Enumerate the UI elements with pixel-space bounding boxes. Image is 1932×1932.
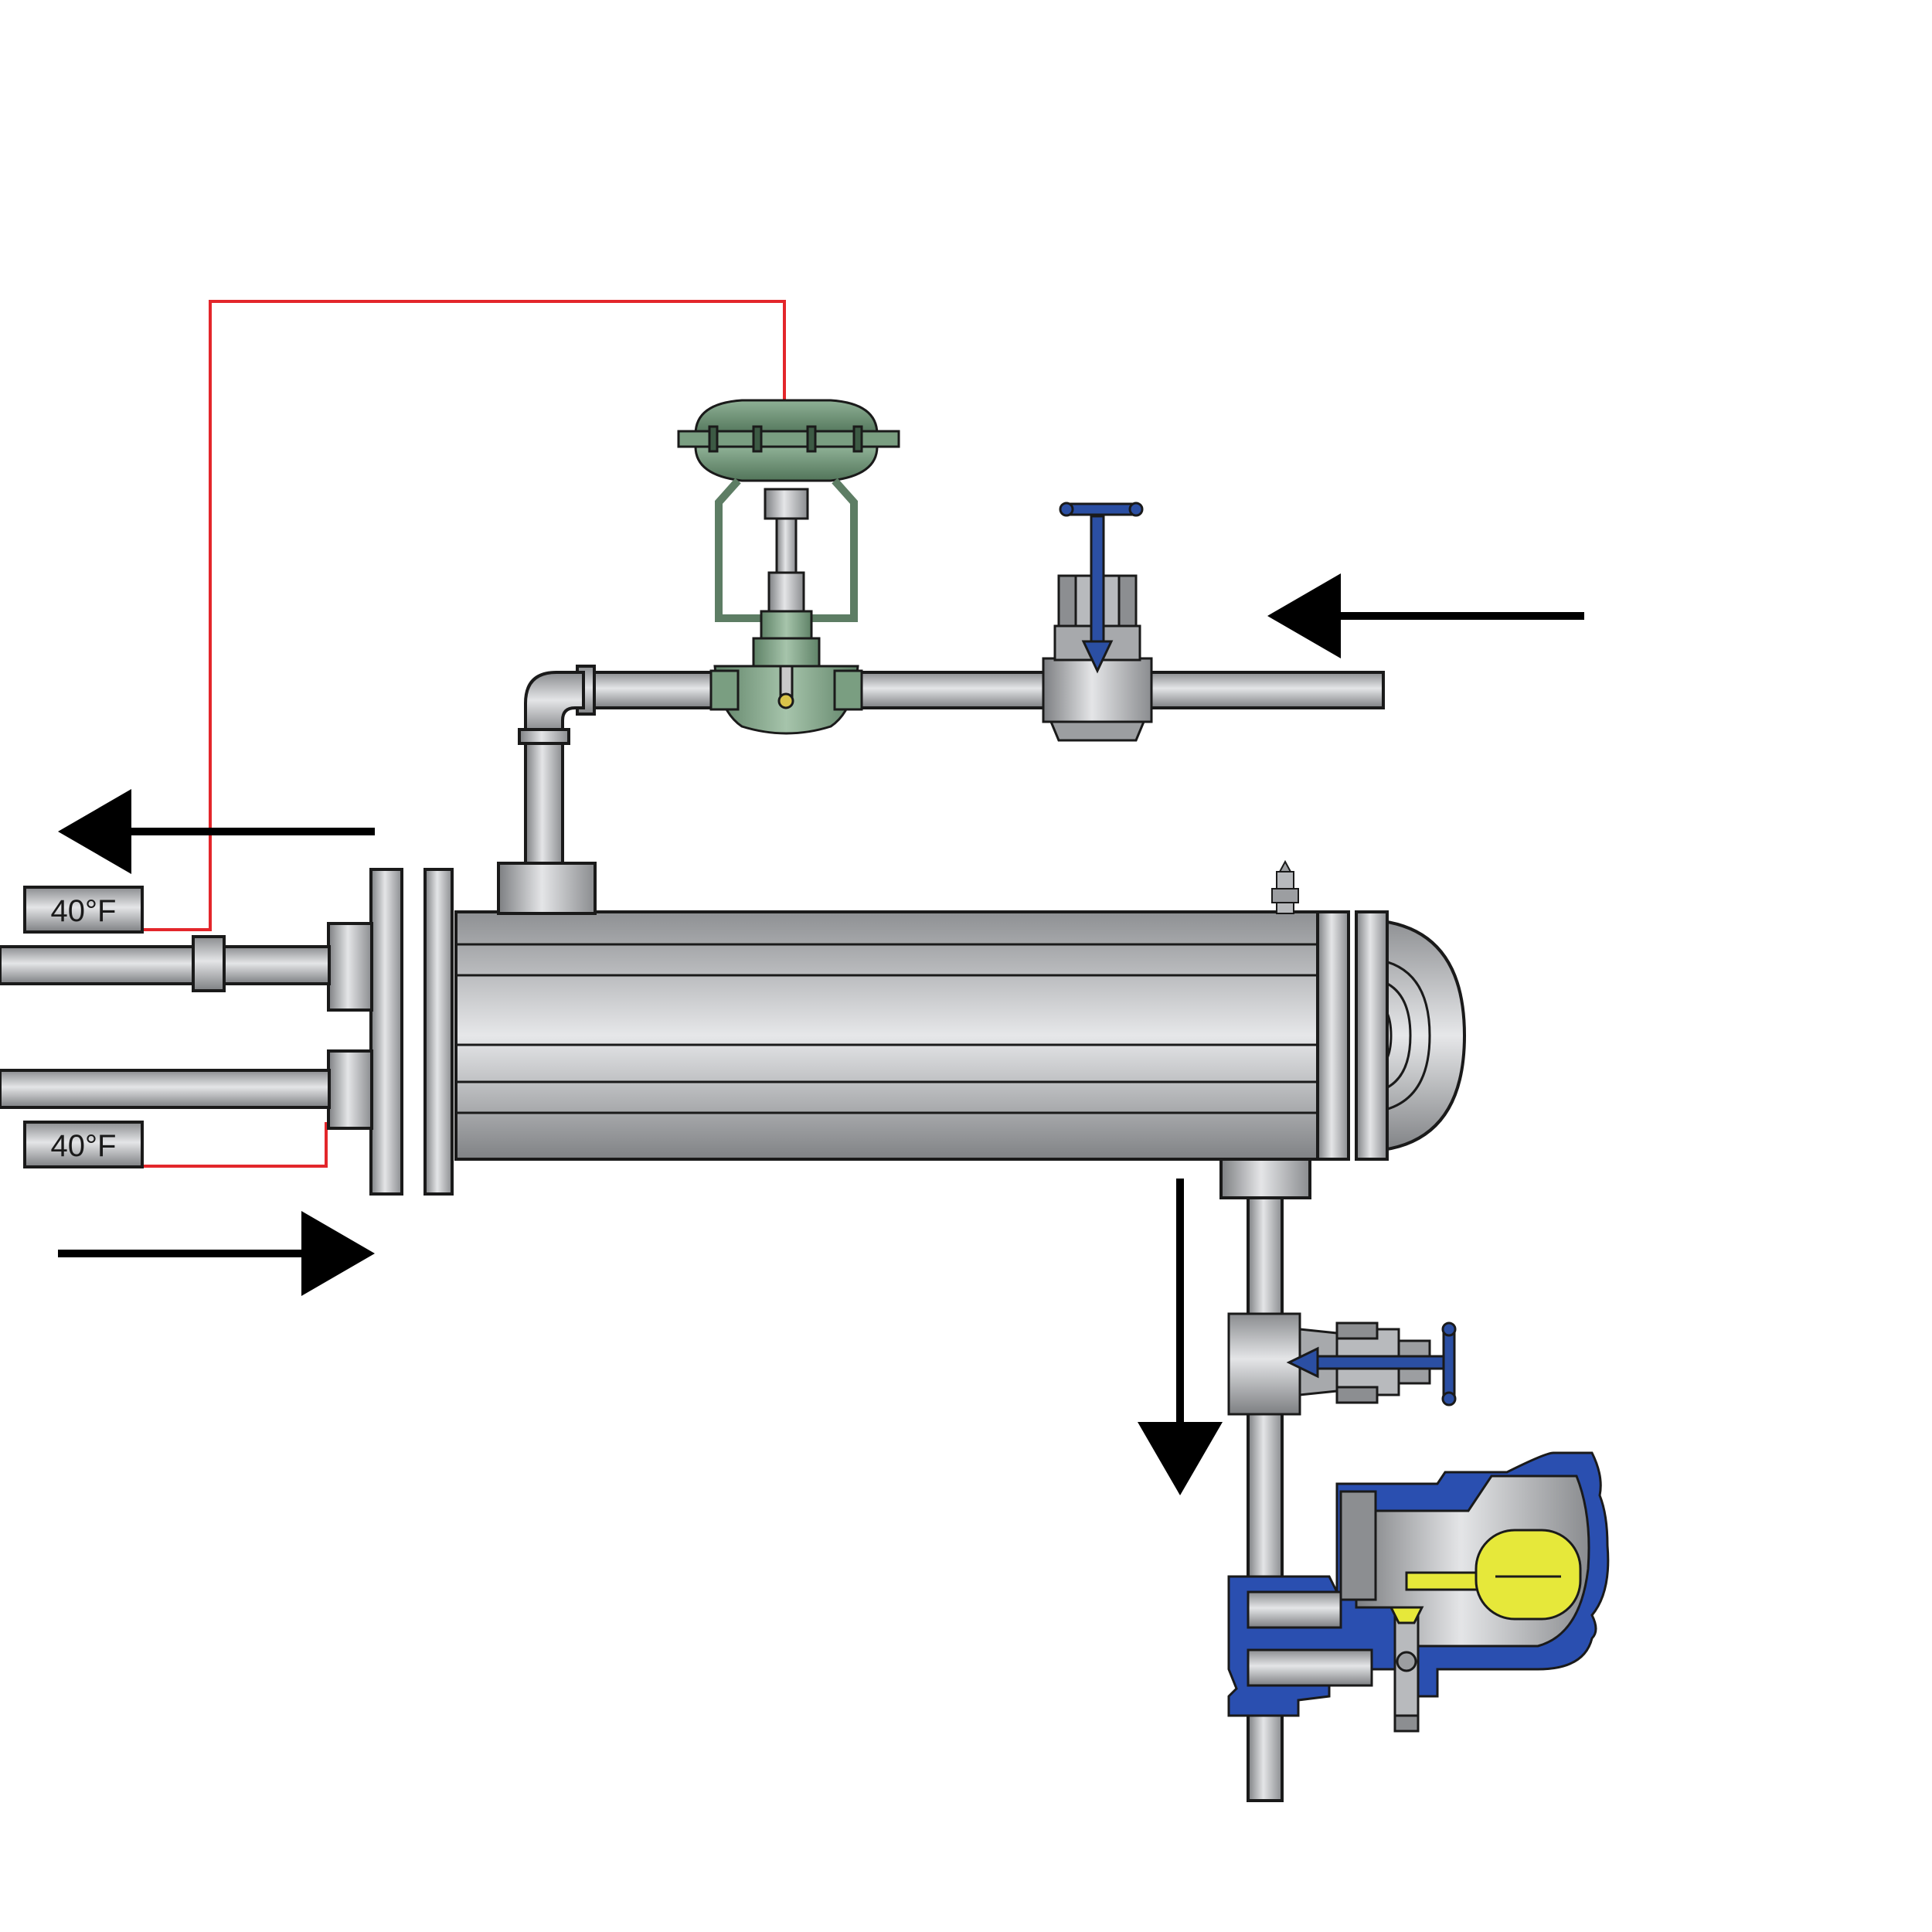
control-signal-line xyxy=(143,300,786,1168)
process-inlet-flow-arrow xyxy=(58,1211,375,1296)
process-outlet-pipe xyxy=(0,935,331,992)
steam-inlet-pipe xyxy=(497,665,1385,915)
float-steam-trap-icon xyxy=(1227,1451,1610,1733)
vacuum-breaker-icon xyxy=(1271,859,1299,914)
condensate-flow-arrow xyxy=(1138,1179,1223,1495)
inlet-temperature-label: 40°F xyxy=(51,1129,117,1163)
inlet-temperature-sensor: 40°F xyxy=(23,1121,144,1168)
outlet-temperature-label: 40°F xyxy=(51,894,117,928)
control-valve-icon xyxy=(677,399,900,735)
outlet-temperature-sensor: 40°F xyxy=(23,886,144,934)
condensate-gate-valve-icon xyxy=(1227,1312,1457,1416)
steam-flow-arrow xyxy=(1267,573,1584,658)
shell-and-tube-heat-exchanger-icon xyxy=(327,862,1467,1199)
gate-valve-icon xyxy=(1042,502,1153,742)
process-outlet-flow-arrow xyxy=(58,789,375,874)
process-inlet-pipe xyxy=(0,1069,331,1109)
